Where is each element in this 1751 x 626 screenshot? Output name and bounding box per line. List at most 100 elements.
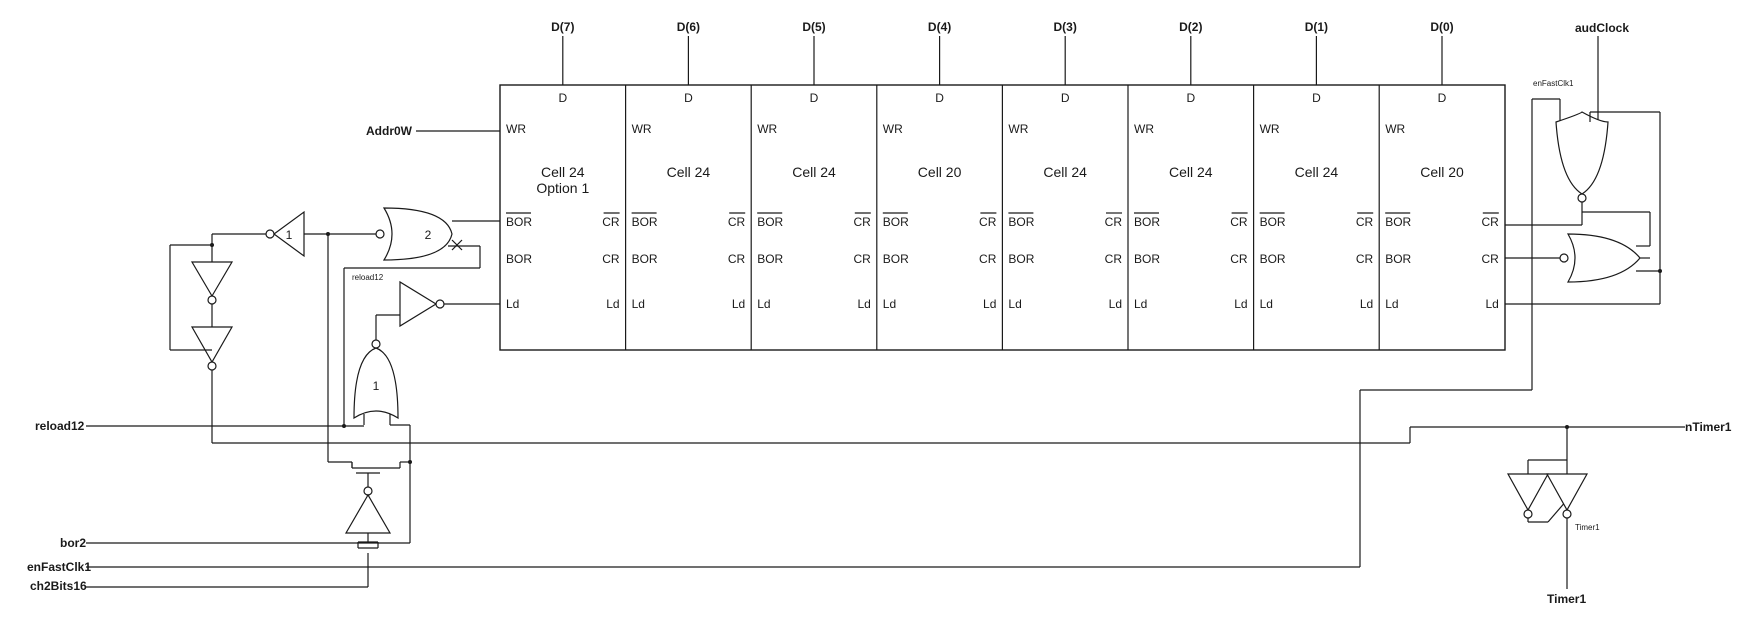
pin-wr: WR [1008, 122, 1028, 136]
cell-name: Cell 24 [667, 164, 711, 180]
pin-cr: CR [1105, 252, 1123, 266]
reload12-small-label: reload12 [352, 273, 384, 282]
nor-gate-right-top [1505, 111, 1662, 305]
pin-bor-bar: BOR [506, 215, 532, 229]
pin-d: D [684, 91, 693, 105]
pin-ld-right: Ld [1234, 297, 1247, 311]
latch-loop [169, 233, 266, 443]
pin-bor-bar: BOR [1134, 215, 1160, 229]
pin-cr-bar: CR [1230, 215, 1248, 229]
pin-ld-right: Ld [1485, 297, 1498, 311]
pin-bor-bar: BOR [1385, 215, 1411, 229]
pin-d: D [1186, 91, 1195, 105]
pin-bor: BOR [1134, 252, 1160, 266]
data-bit-label: D(5) [802, 20, 825, 34]
data-bit-label: D(4) [928, 20, 951, 34]
pin-ld-left: Ld [883, 297, 896, 311]
tristate-buffer [327, 234, 412, 587]
nor-gate-right-bottom [1505, 212, 1660, 283]
pin-wr: WR [1385, 122, 1405, 136]
ld-inverter [375, 280, 500, 340]
inverter-1-label: 1 [286, 228, 293, 242]
pin-cr: CR [602, 252, 620, 266]
pin-wr: WR [1260, 122, 1280, 136]
pin-bor-bar: BOR [883, 215, 909, 229]
enfastclk1-small-label: enFastClk1 [1533, 79, 1574, 88]
timer1-small-label: Timer1 [1575, 523, 1600, 532]
buffer-inverter-top [190, 261, 234, 298]
pin-bor: BOR [1260, 252, 1286, 266]
ch2bits16-label: ch2Bits16 [30, 579, 87, 593]
pin-bor-bar: BOR [1260, 215, 1286, 229]
timer1-label: Timer1 [1547, 592, 1586, 606]
pin-cr-bar: CR [853, 215, 871, 229]
pin-ld-right: Ld [606, 297, 619, 311]
data-bus-lines: D(7)D(6)D(5)D(4)D(3)D(2)D(1)D(0) [551, 20, 1454, 85]
bor2-label: bor2 [60, 536, 86, 550]
pin-ld-left: Ld [1260, 297, 1273, 311]
pin-cr: CR [728, 252, 746, 266]
pin-wr: WR [506, 122, 526, 136]
pin-wr: WR [883, 122, 903, 136]
output-inverters [1506, 425, 1589, 589]
pin-ld-left: Ld [632, 297, 645, 311]
data-bit-label: D(3) [1054, 20, 1077, 34]
cell-name: Cell 24 [1043, 164, 1087, 180]
pin-d: D [935, 91, 944, 105]
data-bit-label: D(1) [1305, 20, 1328, 34]
pin-cr-bar: CR [1481, 215, 1499, 229]
pin-ld-left: Ld [506, 297, 519, 311]
pin-cr-bar: CR [602, 215, 620, 229]
pin-cr: CR [1356, 252, 1374, 266]
pin-cr: CR [853, 252, 871, 266]
pin-bor-bar: BOR [632, 215, 658, 229]
pin-bor: BOR [506, 252, 532, 266]
cell-name: Cell 20 [918, 164, 962, 180]
cell-name: Cell 20 [1420, 164, 1464, 180]
data-bit-label: D(0) [1430, 20, 1453, 34]
pin-cr-bar: CR [728, 215, 746, 229]
pin-d: D [558, 91, 567, 105]
pin-d: D [1312, 91, 1321, 105]
pin-ld-right: Ld [1360, 297, 1373, 311]
register-cell: D WR Cell 20 BOR CR BOR CR Ld Ld [1378, 85, 1499, 350]
pin-bor: BOR [1008, 252, 1034, 266]
data-bit-label: D(6) [677, 20, 700, 34]
pin-bor: BOR [632, 252, 658, 266]
pin-bor: BOR [1385, 252, 1411, 266]
pin-cr: CR [979, 252, 997, 266]
inverter-1: 1 [265, 210, 378, 258]
pin-ld-left: Ld [1385, 297, 1398, 311]
pin-ld-left: Ld [1008, 297, 1021, 311]
pin-bor-bar: BOR [1008, 215, 1034, 229]
buffer-inverter-bottom [190, 326, 234, 364]
pin-bor: BOR [883, 252, 909, 266]
addr0w-label: Addr0W [366, 124, 413, 138]
pin-d: D [1438, 91, 1447, 105]
pin-ld-left: Ld [757, 297, 770, 311]
enfastclk1-label: enFastClk1 [27, 560, 91, 574]
pin-ld-right: Ld [857, 297, 870, 311]
pin-bor-bar: BOR [757, 215, 783, 229]
reload12-label: reload12 [35, 419, 85, 433]
data-bit-label: D(2) [1179, 20, 1202, 34]
cell-name: Cell 24 [1169, 164, 1213, 180]
or-gate-1: 1 [353, 339, 411, 543]
pin-cr-bar: CR [1356, 215, 1374, 229]
pin-bor: BOR [757, 252, 783, 266]
pin-cr: CR [1481, 252, 1499, 266]
pin-wr: WR [757, 122, 777, 136]
pin-wr: WR [632, 122, 652, 136]
pin-ld-right: Ld [1109, 297, 1122, 311]
ntimer1-label: nTimer1 [1685, 420, 1732, 434]
nor-gate-2: 2 [344, 207, 500, 269]
pin-wr: WR [1134, 122, 1154, 136]
